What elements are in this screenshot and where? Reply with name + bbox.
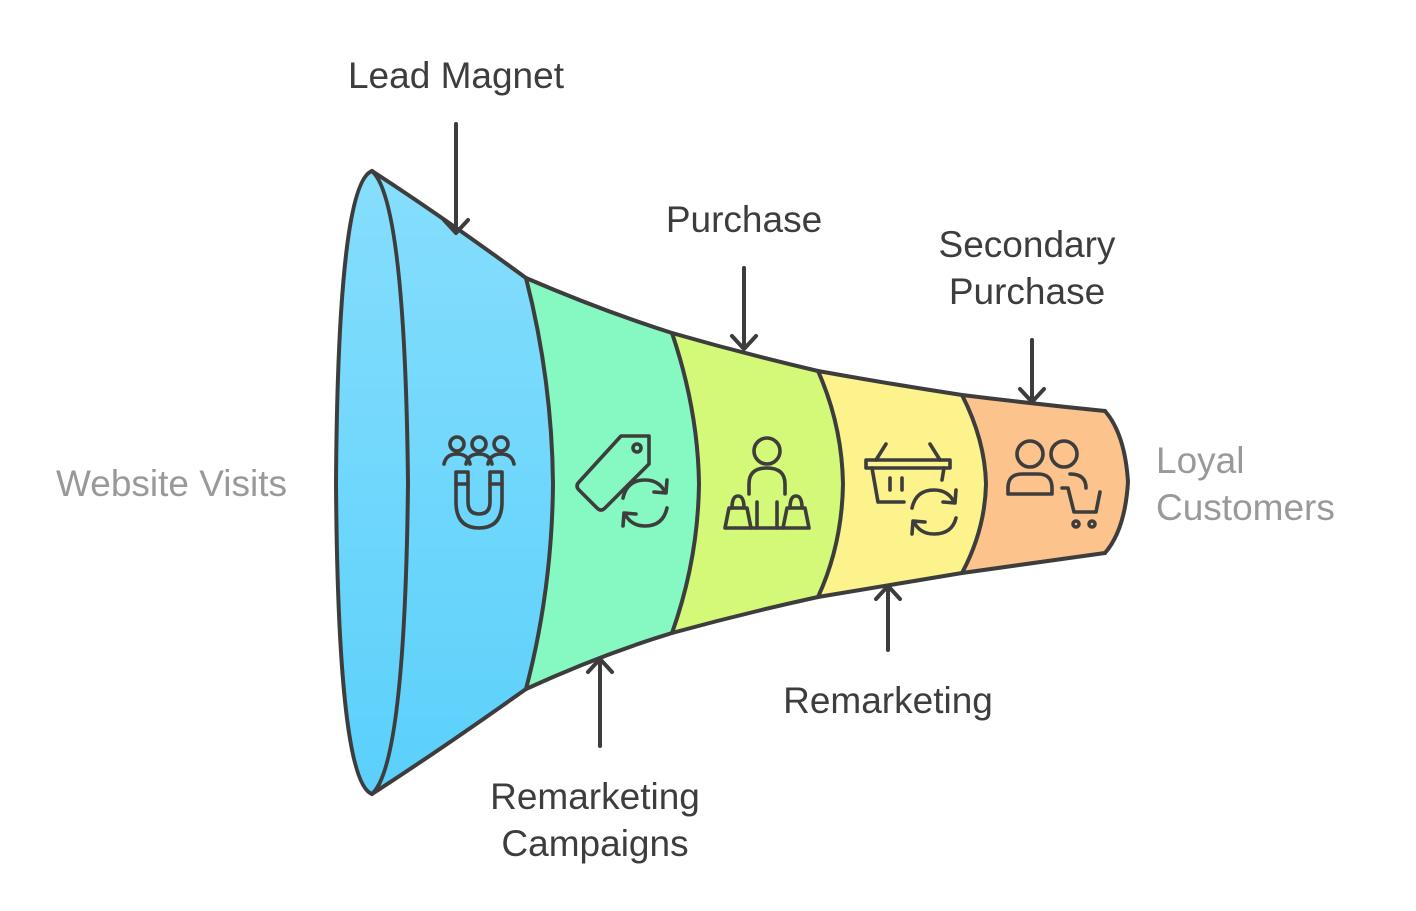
label-website-visits: Website Visits [56,463,287,504]
funnel-stage-loyal-customers [960,393,1130,575]
funnel-stage-lead-magnet [334,169,555,796]
stage-3-fill [672,333,843,633]
funnel-stage-purchase [670,331,845,635]
arrow-remarketing-campaigns [586,657,614,748]
magnet-people-icon [442,435,516,530]
stage-1-fill [336,171,553,794]
label-remarketing: Remarketing [783,680,993,721]
label-secondary-purchase: Secondary Purchase [938,224,1116,312]
label-lead-magnet: Lead Magnet [347,55,564,96]
label-loyal-customers: Loyal Customers [1156,440,1335,528]
arrow-remarketing [874,584,902,652]
arrow-purchase [730,266,758,351]
basket-refresh-icon [864,442,958,536]
funnel-stage-remarketing-campaigns [524,276,701,691]
label-remarketing-campaigns: Remarketing Campaigns [490,776,700,864]
person-shopping-bags-icon [723,436,811,530]
users-cart-icon [1006,439,1102,529]
stage-2-fill [526,278,699,689]
label-purchase: Purchase [665,199,823,240]
funnel-rim [334,169,374,796]
tag-refresh-icon [575,434,669,528]
arrow-lead-magnet [442,122,470,235]
stage-5-fill [962,395,1128,573]
arrow-secondary-purchase [1018,338,1046,404]
